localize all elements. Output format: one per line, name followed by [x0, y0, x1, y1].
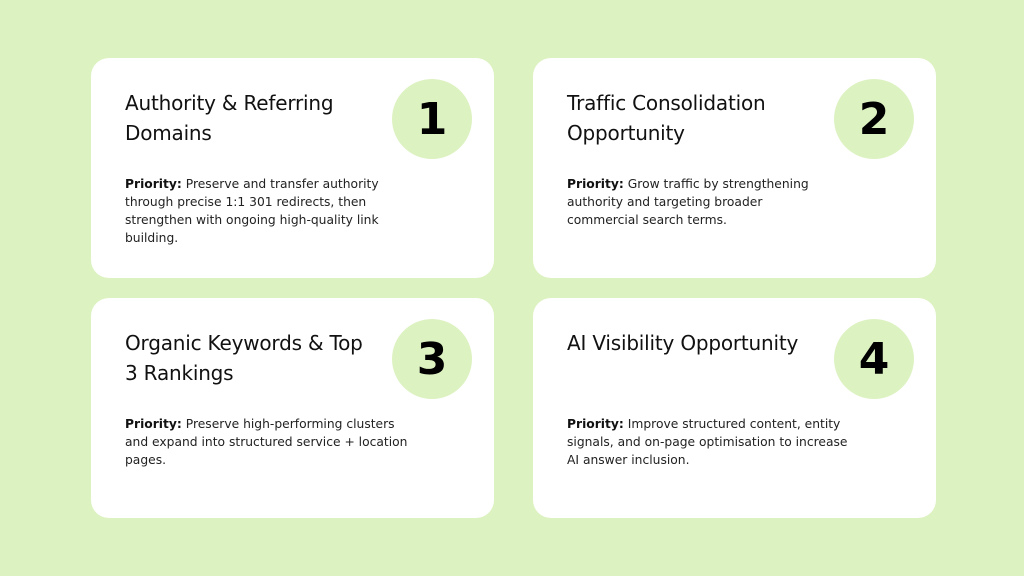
card-keywords: Organic Keywords & Top 3 Rankings 3 Prio… [91, 298, 494, 518]
number-badge: 1 [392, 79, 472, 159]
number-badge: 4 [834, 319, 914, 399]
card-traffic: Traffic Consolidation Opportunity 2 Prio… [533, 58, 936, 278]
card-priority: Priority: Preserve and transfer authorit… [125, 175, 385, 247]
card-ai-visibility: AI Visibility Opportunity 4 Priority: Im… [533, 298, 936, 518]
priority-text: Preserve and transfer authority through … [125, 177, 379, 245]
card-title: Organic Keywords & Top 3 Rankings [125, 331, 363, 385]
card-authority: Authority & Referring Domains 1 Priority… [91, 58, 494, 278]
number-badge: 2 [834, 79, 914, 159]
card-title: AI Visibility Opportunity [567, 331, 799, 355]
priority-text: Grow traffic by strengthening authority … [567, 177, 809, 227]
priority-text: Improve structured content, entity signa… [567, 417, 848, 467]
card-title: Traffic Consolidation Opportunity [567, 91, 766, 145]
priority-label: Priority: [567, 417, 624, 431]
priority-label: Priority: [125, 417, 182, 431]
card-priority: Priority: Grow traffic by strengthening … [567, 175, 827, 229]
priority-text: Preserve high-performing clusters and ex… [125, 417, 408, 467]
card-priority: Priority: Improve structured content, en… [567, 415, 857, 469]
number-badge: 3 [392, 319, 472, 399]
card-title: Authority & Referring Domains [125, 91, 334, 145]
priority-label: Priority: [567, 177, 624, 191]
priority-label: Priority: [125, 177, 182, 191]
card-priority: Priority: Preserve high-performing clust… [125, 415, 415, 469]
